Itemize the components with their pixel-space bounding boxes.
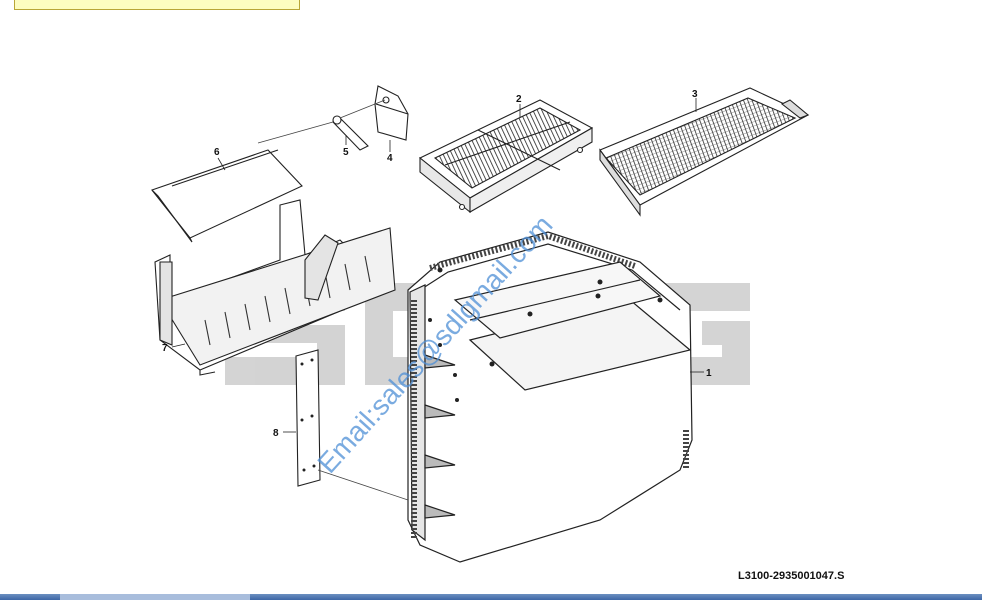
bottom-bar-segment (60, 594, 250, 600)
part-7-tray (154, 199, 396, 376)
callout-7: 7 (162, 343, 168, 354)
header-highlight-box (14, 0, 300, 10)
callout-8: 8 (273, 428, 279, 439)
callout-1: 1 (706, 368, 712, 379)
part-6-cover-plate (151, 149, 303, 243)
part-1-housing (407, 231, 693, 563)
callout-4: 4 (387, 153, 393, 164)
callout-2: 2 (516, 94, 522, 105)
bottom-bar (0, 594, 982, 600)
callout-3: 3 (692, 89, 698, 100)
part-4-bracket (374, 85, 409, 141)
part-5-handle (332, 115, 369, 151)
callout-5: 5 (343, 147, 349, 158)
leader-lines (171, 98, 704, 433)
part-8-strip-plate (295, 349, 321, 487)
part-2-filter (418, 99, 594, 214)
drawing-code: L3100-2935001047.S (738, 570, 845, 582)
part-3-screen (599, 87, 810, 217)
callout-6: 6 (214, 147, 220, 158)
